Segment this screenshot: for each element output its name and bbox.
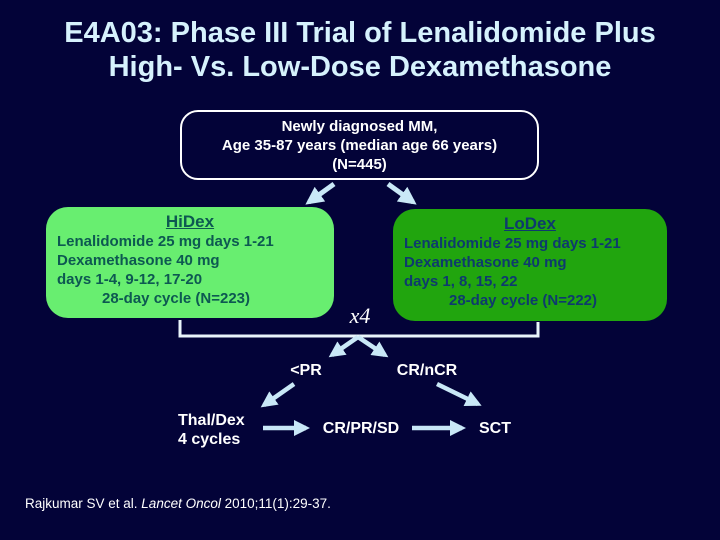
slide-title-line2: High- Vs. Low-Dose Dexamethasone: [108, 51, 612, 83]
thaldex-line2: 4 cycles: [178, 431, 241, 448]
lodex-line3: days 1, 8, 15, 22: [404, 273, 518, 290]
arrow-randomize-left-icon: [305, 181, 336, 205]
patient-box-line1: Newly diagnosed MM,: [281, 117, 438, 135]
thaldex-label: Thal/Dex 4 cycles: [178, 411, 278, 449]
lodex-line2: Dexamethasone 40 mg: [404, 254, 567, 271]
arrow-pr-to-thaldex-icon: [260, 382, 296, 408]
outcome-less-than-pr-label: <PR: [290, 362, 322, 379]
cycles-multiplier-label: x4: [349, 303, 371, 328]
hidex-line2: Dexamethasone 40 mg: [57, 252, 220, 269]
lodex-line1: Lenalidomide 25 mg days 1-21: [404, 235, 621, 252]
citation-authors: Rajkumar SV et al.: [25, 496, 142, 511]
patient-population-box: Newly diagnosed MM, Age 35-87 years (med…: [180, 110, 539, 180]
lodex-arm-box: LoDex Lenalidomide 25 mg days 1-21 Dexam…: [393, 209, 667, 321]
lodex-title: LoDex: [504, 214, 556, 233]
sct-label: SCT: [479, 420, 511, 437]
lodex-line4: 28-day cycle (N=222): [449, 292, 598, 309]
citation-journal: Lancet Oncol: [141, 496, 221, 511]
hidex-line3: days 1-4, 9-12, 17-20: [57, 271, 203, 288]
citation: Rajkumar SV et al. Lancet Oncol 2010;11(…: [25, 496, 331, 511]
arrow-to-cr-ncr-icon: [356, 335, 389, 358]
cr-pr-sd-label: CR/PR/SD: [322, 420, 400, 437]
outcome-cr-ncr-label: CR/nCR: [396, 362, 458, 379]
hidex-arm-box: HiDex Lenalidomide 25 mg days 1-21 Dexam…: [46, 207, 334, 318]
arrow-randomize-right-icon: [386, 181, 417, 205]
patient-box-line2: Age 35-87 years (median age 66 years): [221, 136, 498, 154]
citation-reference: 2010;11(1):29-37.: [220, 496, 331, 511]
thaldex-line1: Thal/Dex: [178, 412, 245, 429]
arrow-crncr-to-sct-icon: [436, 381, 482, 407]
slide-title-line1: E4A03: Phase III Trial of Lenalidomide P…: [64, 17, 656, 49]
hidex-line4: 28-day cycle (N=223): [102, 290, 251, 307]
slide-title: E4A03: Phase III Trial of Lenalidomide P…: [0, 16, 720, 84]
patient-box-line3: (N=445): [332, 155, 387, 173]
hidex-line1: Lenalidomide 25 mg days 1-21: [57, 233, 274, 250]
arrow-to-less-than-pr-icon: [328, 335, 360, 358]
hidex-title: HiDex: [165, 212, 215, 231]
